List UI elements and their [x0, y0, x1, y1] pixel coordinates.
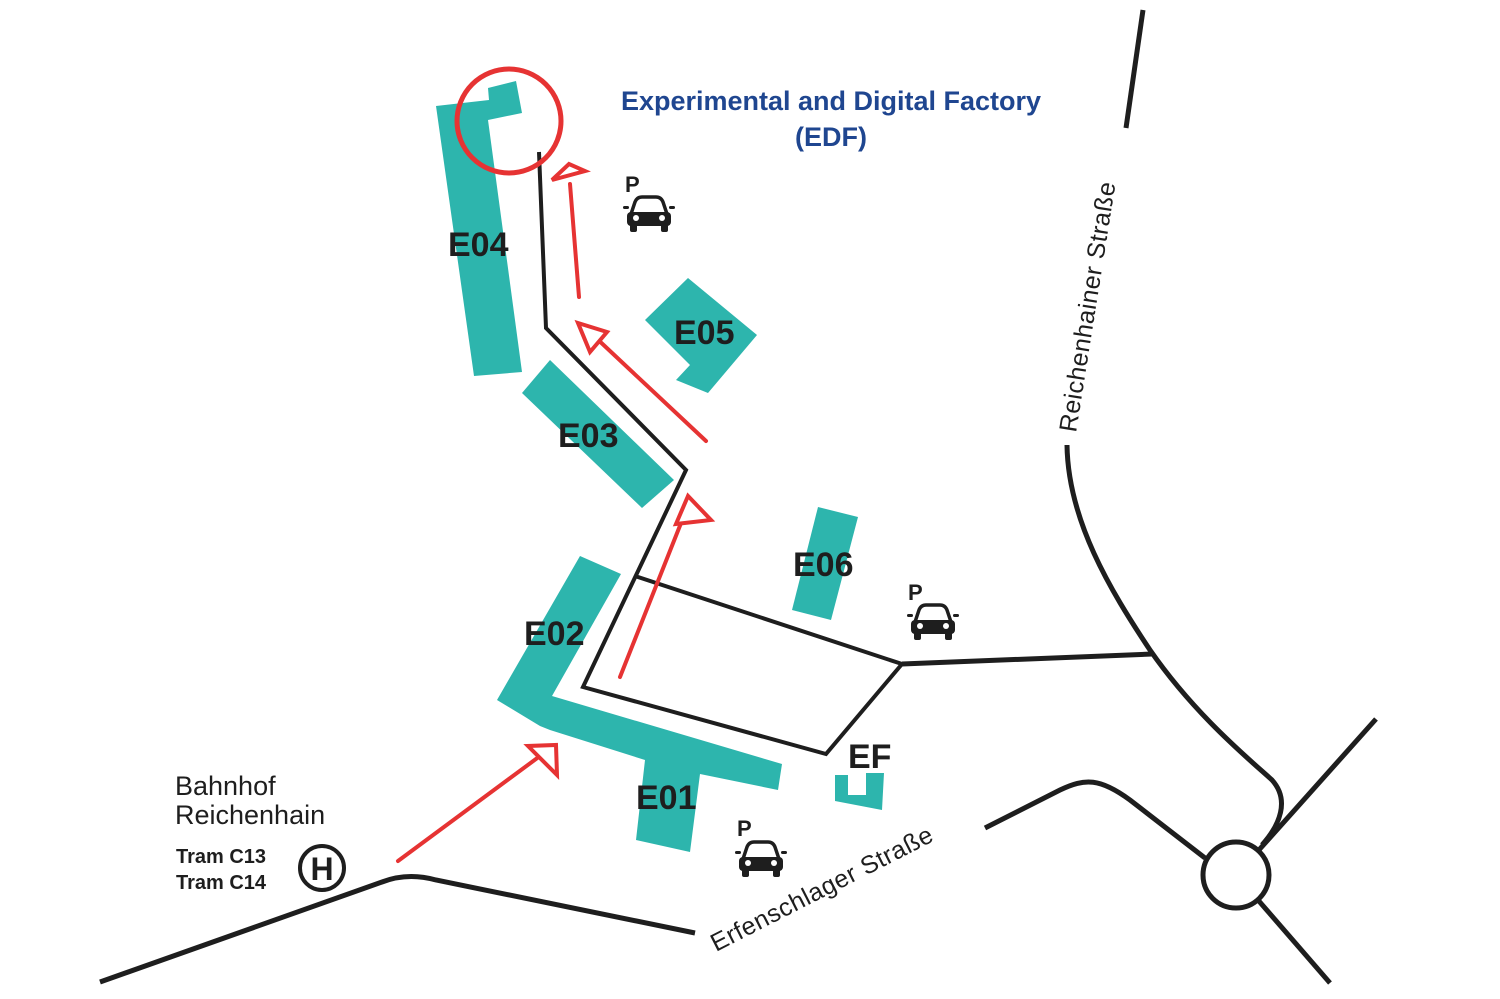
map-title: Experimental and Digital Factory (EDF) [621, 86, 1041, 152]
walkway-main [537, 151, 906, 757]
label-ef: EF [848, 738, 891, 776]
bus-stop-icon: H [298, 844, 346, 892]
parking-label: P [908, 580, 923, 605]
street-label-reichenhainer: Reichenhainer Straße [1054, 179, 1121, 433]
parking-3: P [733, 816, 789, 879]
label-e01: E01 [636, 779, 697, 817]
label-e05: E05 [674, 314, 735, 352]
reichenhainer-strasse-road [1123, 9, 1146, 129]
building-labels: E04 E05 E03 E06 E02 EF E01 [448, 226, 891, 817]
label-e02: E02 [524, 615, 585, 653]
route-arrows [396, 66, 716, 863]
roundabout-exit-ne [1256, 717, 1378, 853]
reichenhainer-strasse-road-lower [1064, 444, 1284, 847]
label-e06: E06 [793, 546, 854, 584]
erfenschlager-strasse-road-east [983, 779, 1207, 860]
car-icon [733, 840, 789, 879]
route-arrow-2-line [618, 511, 687, 679]
buildings [436, 81, 884, 852]
label-e03: E03 [558, 417, 619, 455]
route-arrow-3-line [592, 334, 708, 443]
route-arrow-4-line [568, 182, 581, 299]
car-icon [621, 195, 677, 234]
parking-1: P [621, 172, 677, 234]
building-e03 [522, 360, 674, 508]
building-e05 [645, 278, 757, 393]
label-e04: E04 [448, 226, 509, 264]
campus-access-road [901, 651, 1153, 667]
building-e04 [436, 81, 522, 376]
route-arrow-2-head [672, 492, 716, 527]
station-name-line-2: Reichenhain [175, 800, 325, 830]
tram-line-c13: Tram C13 [176, 846, 266, 868]
streets [99, 9, 1378, 985]
stop-symbol: H [310, 851, 333, 887]
street-label-erfenschlager: Erfenschlager Straße [706, 821, 938, 958]
parking-2: P [905, 580, 961, 642]
route-arrow-1-line [396, 754, 542, 863]
car-icon [905, 603, 961, 642]
roundabout [1200, 839, 1272, 911]
title-line-2: (EDF) [795, 122, 867, 152]
station-name-line-1: Bahnhof [175, 771, 276, 801]
tram-line-c14: Tram C14 [176, 872, 267, 894]
route-arrow-4-head [550, 161, 591, 182]
target-circle-icon [454, 66, 564, 176]
parking-label: P [737, 816, 752, 841]
building-e06 [792, 507, 858, 620]
title-line-1: Experimental and Digital Factory [621, 86, 1041, 116]
roundabout-exit-se [1256, 898, 1332, 985]
station: Bahnhof Reichenhain Tram C13 Tram C14 H [175, 771, 346, 894]
building-e02 [497, 556, 782, 852]
erfenschlager-strasse-road [99, 874, 696, 985]
route-arrow-1-head [523, 742, 560, 780]
campus-paths [537, 151, 906, 757]
building-ef [835, 773, 884, 810]
parking-label: P [625, 172, 640, 197]
route-arrow-3-head [574, 319, 611, 356]
